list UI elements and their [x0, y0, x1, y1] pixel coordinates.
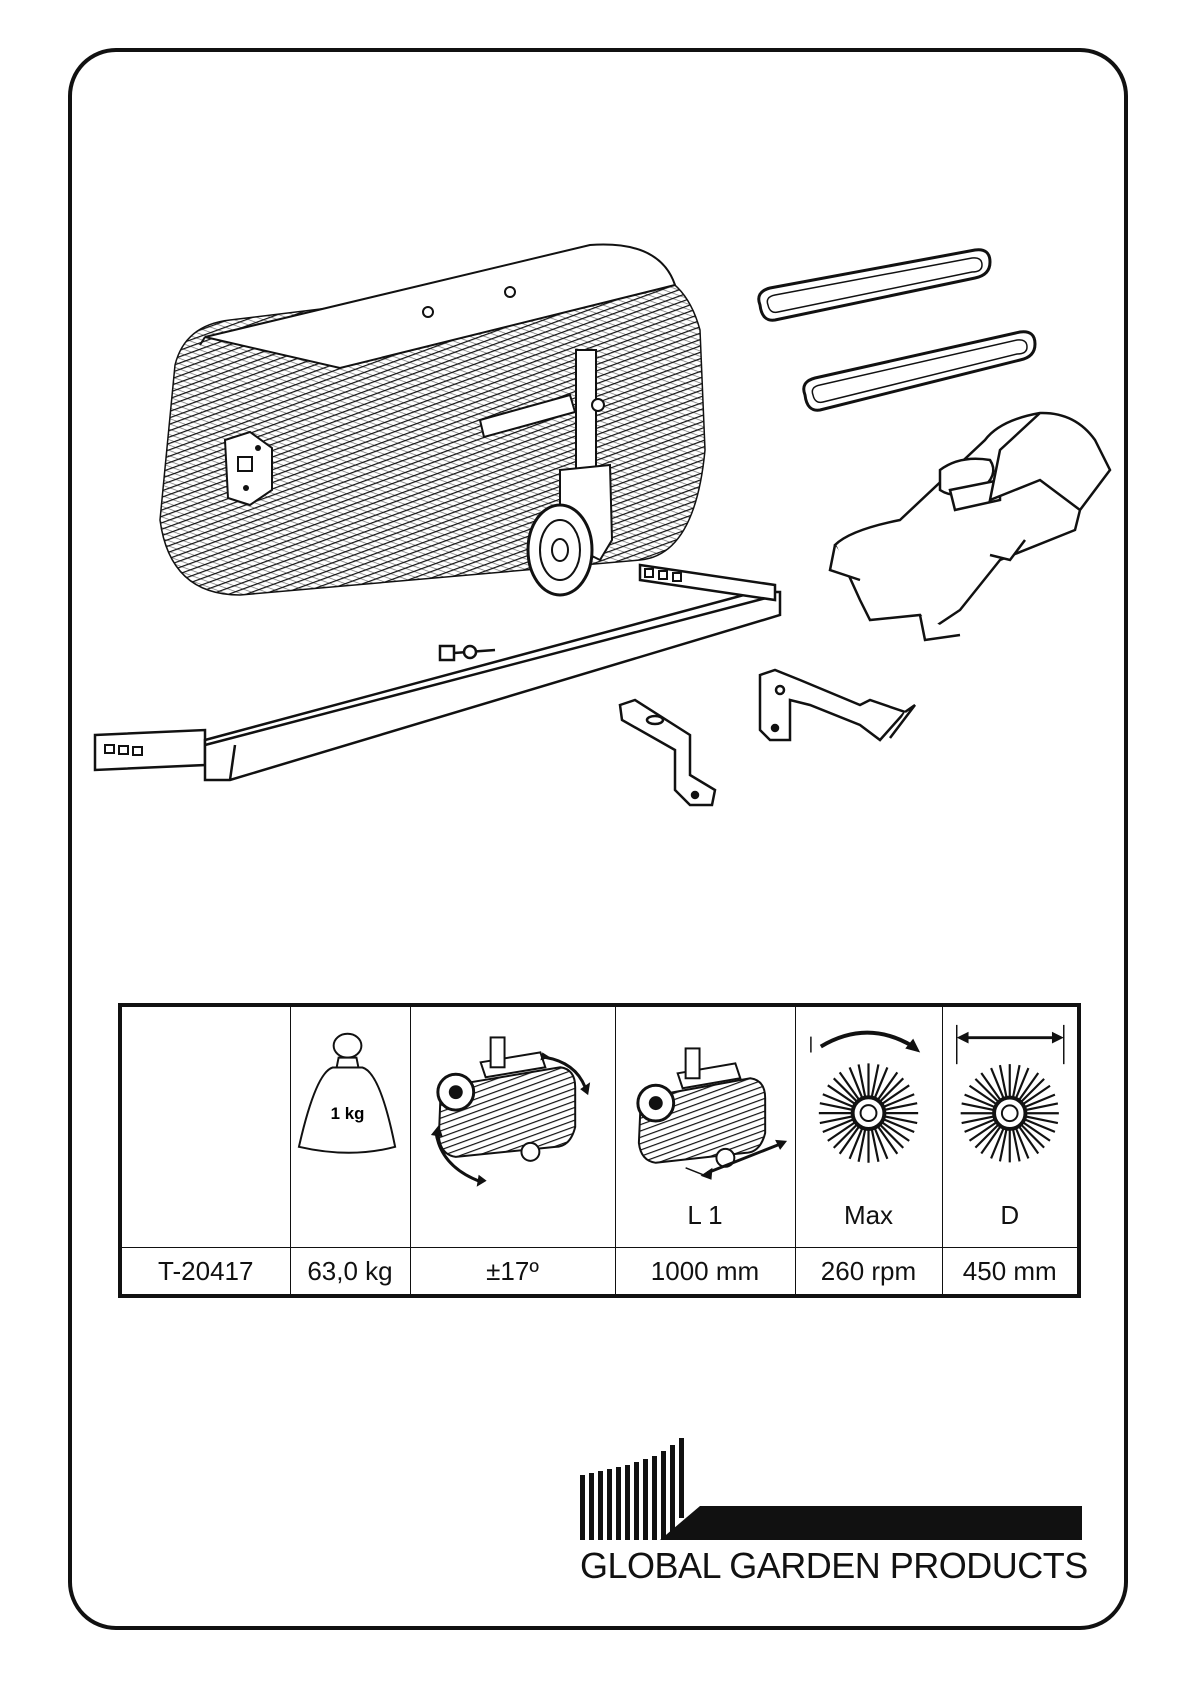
tilt-value: ±17º [410, 1248, 615, 1297]
value-row: T-20417 63,0 kg ±17º 1000 mm 260 rpm 450… [120, 1248, 1079, 1297]
speed-header-cell: Max [795, 1005, 942, 1248]
speed-label: Max [796, 1200, 942, 1231]
weight-value: 63,0 kg [290, 1248, 410, 1297]
speed-value: 260 rpm [795, 1248, 942, 1297]
brand-name: GLOBAL GARDEN PRODUCTS [580, 1545, 1082, 1587]
tilt-icon [411, 1007, 615, 1247]
icon-row: 1 kg [120, 1005, 1079, 1248]
tilt-header-cell [410, 1005, 615, 1248]
length-header-cell: L 1 [615, 1005, 795, 1248]
diameter-header-cell: D [942, 1005, 1079, 1248]
weight-icon: 1 kg [291, 1007, 410, 1247]
drive-belts [759, 250, 1035, 410]
specification-table: 1 kg [118, 1003, 1081, 1298]
diameter-value: 450 mm [942, 1248, 1079, 1297]
brackets [620, 670, 915, 805]
diameter-label: D [943, 1200, 1078, 1231]
belt-guard [830, 413, 1110, 640]
model-header-cell [120, 1005, 290, 1248]
length-label: L 1 [616, 1200, 795, 1231]
weight-header-cell: 1 kg [290, 1005, 410, 1248]
weight-icon-label: 1 kg [330, 1104, 364, 1123]
brush-roller [160, 245, 705, 596]
parts-illustration [0, 0, 1191, 900]
length-value: 1000 mm [615, 1248, 795, 1297]
model-value: T-20417 [120, 1248, 290, 1297]
